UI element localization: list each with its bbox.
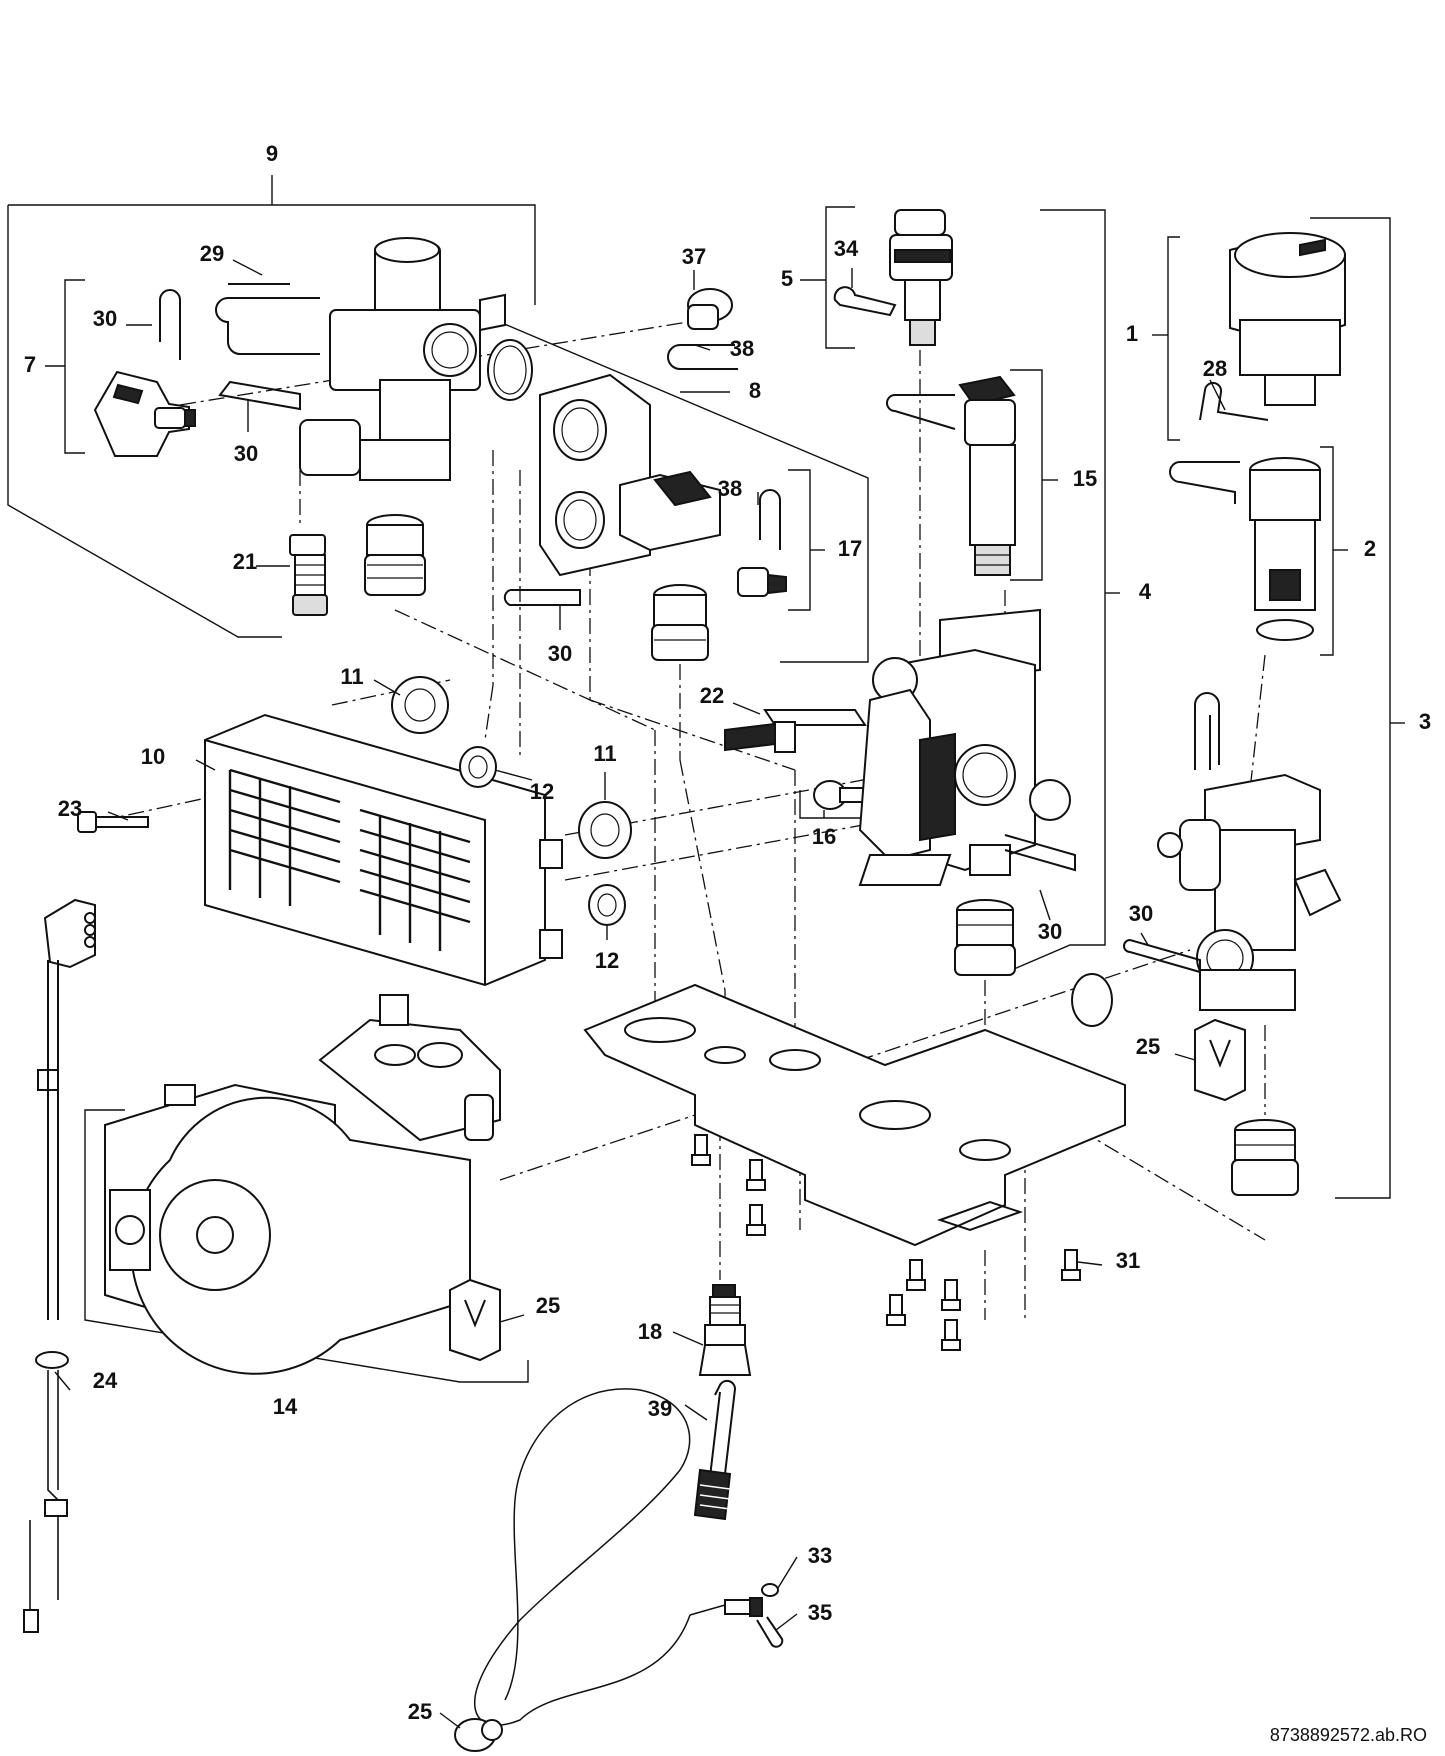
- part-10-heat-exchanger: [204, 713, 563, 987]
- part-4-valve-block: [858, 608, 1071, 886]
- part-30-clip-c: [886, 394, 956, 430]
- part-38-clip: [667, 344, 738, 370]
- part-connector-d: [1231, 1119, 1299, 1196]
- part-34-washer: [761, 1583, 779, 1597]
- part-18-valve: [289, 534, 328, 616]
- label-part-16: 17: [838, 536, 862, 561]
- label-part-24: 25: [408, 1699, 432, 1724]
- part-connector: [364, 514, 426, 596]
- label-part-14: 15: [1073, 466, 1097, 491]
- part-30-clip-d: [1004, 834, 1076, 872]
- label-part-30-c: 30: [1038, 919, 1062, 944]
- label-part-30-a: 30: [234, 441, 258, 466]
- label-part-33: 31: [1116, 1248, 1140, 1273]
- part-39-tool: [693, 1379, 737, 1521]
- part-16-sensor: [737, 567, 787, 597]
- document-reference: 8738892572.ab.RO: [1269, 1725, 1427, 1745]
- label-part-18: 21: [233, 549, 257, 574]
- label-part-38-b: 38: [718, 476, 742, 501]
- label-part-1: 1: [1126, 321, 1138, 346]
- part-5-valve: [889, 209, 953, 346]
- part-28-clip: [1199, 381, 1269, 421]
- label-part-9: 8: [749, 378, 761, 403]
- label-part-13: 14: [273, 1394, 298, 1419]
- label-part-11-b: 11: [593, 741, 616, 766]
- part-connector-b: [651, 584, 709, 661]
- part-38-clip-b: [759, 489, 781, 550]
- label-part-38-a: 38: [730, 336, 754, 361]
- part-13-pump: [104, 994, 501, 1375]
- part-12-seal-a: [459, 746, 497, 788]
- label-part-32: 30: [93, 306, 117, 331]
- label-part-5: 5: [781, 266, 793, 291]
- part-30-clip-b: [503, 589, 581, 606]
- label-part-11-a: 11: [340, 664, 363, 689]
- label-part-35: 35: [808, 1600, 832, 1625]
- part-31-clip: [833, 286, 897, 317]
- part-30-clip-e: [1169, 461, 1240, 504]
- label-part-4: 4: [1139, 579, 1152, 604]
- part-o-ring: [487, 339, 533, 401]
- part-9-manifold: [539, 373, 721, 577]
- label-part-25-a: 25: [1136, 1034, 1160, 1059]
- label-part-10: 10: [141, 744, 165, 769]
- label-part-34: 33: [808, 1543, 832, 1568]
- label-part-37: 37: [682, 244, 706, 269]
- label-part-8: 9: [266, 141, 278, 166]
- label-part-30-b: 30: [548, 641, 572, 666]
- part-25-clip-b: [449, 1278, 501, 1362]
- label-part-12-b: 12: [595, 948, 619, 973]
- part-12-seal-b: [588, 884, 626, 926]
- part-number-labels: 9 29 30 7 30 37 38 8 5 34 1 28 15 38 17 …: [24, 141, 1431, 1724]
- part-base-plate: [583, 983, 1126, 1247]
- label-part-7: 7: [24, 352, 36, 377]
- part-3-valve-body: [1157, 692, 1342, 1011]
- label-part-17: 18: [638, 1319, 662, 1344]
- part-37-plug: [687, 288, 733, 330]
- part-30-clip-f: [1123, 939, 1201, 974]
- part-11-seal-a: [391, 676, 449, 734]
- label-part-2: 2: [1364, 536, 1376, 561]
- part-7-sensor: [93, 370, 196, 457]
- label-part-29: 29: [200, 241, 224, 266]
- part-11-seal-b: [578, 801, 632, 859]
- part-29-clip: [215, 283, 320, 355]
- label-part-23: 24: [93, 1368, 118, 1393]
- part-8-hydraulic-block: [299, 237, 506, 481]
- part-25-clip-a: [1194, 1018, 1246, 1102]
- label-part-21: 22: [700, 683, 724, 708]
- label-part-31: 34: [834, 236, 859, 261]
- part-24-sensor: [454, 1388, 763, 1752]
- part-17-drain-valve: [698, 1284, 752, 1376]
- part-35-clip: [756, 1616, 784, 1648]
- part-32-clip: [159, 289, 181, 360]
- part-30-clip: [218, 380, 301, 411]
- part-2-cartridge: [1249, 457, 1321, 641]
- label-part-28: 28: [1203, 356, 1227, 381]
- label-part-12-a: 12: [530, 779, 554, 804]
- label-part-30-d: 30: [1129, 901, 1153, 926]
- label-part-39: 39: [648, 1396, 672, 1421]
- part-1-actuator: [1229, 232, 1346, 406]
- part-screws: [691, 1134, 1081, 1351]
- label-part-22: 23: [58, 796, 82, 821]
- part-14-cartridge: [958, 375, 1016, 576]
- label-part-15: 16: [812, 824, 836, 849]
- label-part-25-b: 25: [536, 1293, 560, 1318]
- label-part-3: 3: [1419, 709, 1431, 734]
- part-21-clip: [724, 709, 867, 753]
- leader-lines: [54, 259, 1226, 1729]
- part-22-bolt: [77, 811, 149, 833]
- part-o-ring-b: [1071, 973, 1113, 1027]
- part-connector-c: [954, 899, 1016, 976]
- part-23-cable: [23, 898, 96, 1633]
